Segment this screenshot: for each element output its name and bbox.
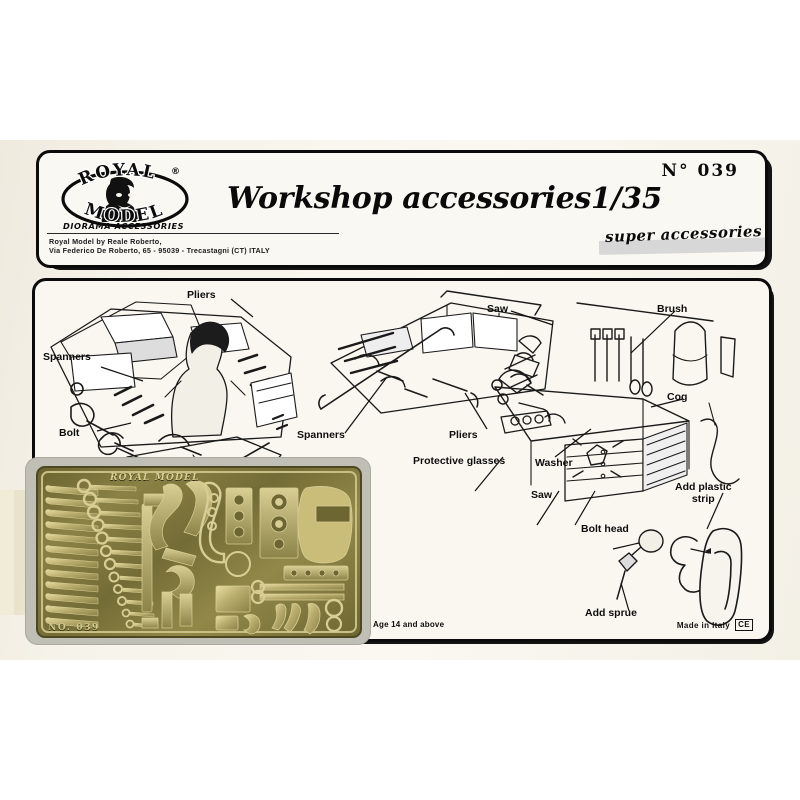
logo-tagline: DIORAMA ACCESSORIES — [63, 221, 184, 231]
photoetch-fret: ROYAL MODEL NO. 039 — [36, 466, 362, 638]
fret-brand-text: ROYAL MODEL — [110, 473, 200, 483]
header-box: ROYAL MODEL ® DIORAMA ACCESSORIES Royal … — [36, 150, 768, 268]
made-in-italy-text: Made in Italy — [676, 620, 731, 630]
callout-add-plastic-strip: Add plastic strip — [675, 481, 732, 505]
scale-label: 1/35 — [591, 181, 663, 215]
callout-brush: Brush — [657, 303, 688, 315]
callout-bolt: Bolt — [59, 427, 80, 439]
logo-wordmarks: ROYAL MODEL ® DIORAMA ACCESSORIES — [63, 159, 184, 231]
item-number: N° 039 — [661, 161, 739, 181]
logo-top-word: ROYAL — [74, 159, 157, 191]
photo-left-edge-strip-inner — [0, 490, 14, 615]
header-divider — [47, 233, 339, 234]
svg-text:ROYAL: ROYAL — [76, 160, 159, 190]
ce-mark-icon: CE — [735, 619, 753, 631]
callout-spanners-left: Spanners — [43, 351, 91, 363]
logo-artwork — [61, 170, 189, 228]
callout-protective-glasses: Protective glasses — [413, 455, 506, 467]
callout-spanners-mid: Spanners — [297, 429, 345, 441]
callout-pliers-left: Pliers — [187, 289, 216, 301]
callout-cog: Cog — [667, 391, 688, 403]
callout-add-sprue: Add sprue — [585, 607, 637, 619]
company-address: Royal Model by Reale Roberto, Via Federi… — [49, 237, 270, 256]
age-notice: Age 14 and above — [373, 620, 445, 629]
callout-washer: Washer — [535, 457, 573, 469]
made-in-italy: Made in Italy CE — [677, 619, 753, 631]
fret-number-text: NO. 039 — [48, 623, 100, 633]
callout-saw-top: Saw — [487, 303, 509, 315]
callout-pliers-mid: Pliers — [449, 429, 478, 441]
fret-parts-artwork — [41, 471, 357, 635]
royal-model-logo: ROYAL MODEL ® DIORAMA ACCESSORIES — [53, 159, 203, 239]
callout-bolt-head: Bolt head — [581, 523, 629, 535]
photoetch-fret-panel: ROYAL MODEL NO. 039 — [26, 458, 370, 644]
callout-saw-bottom: Saw — [531, 489, 553, 501]
page-title: Workshop accessories — [227, 181, 592, 216]
registered-mark-icon: ® — [171, 167, 180, 177]
